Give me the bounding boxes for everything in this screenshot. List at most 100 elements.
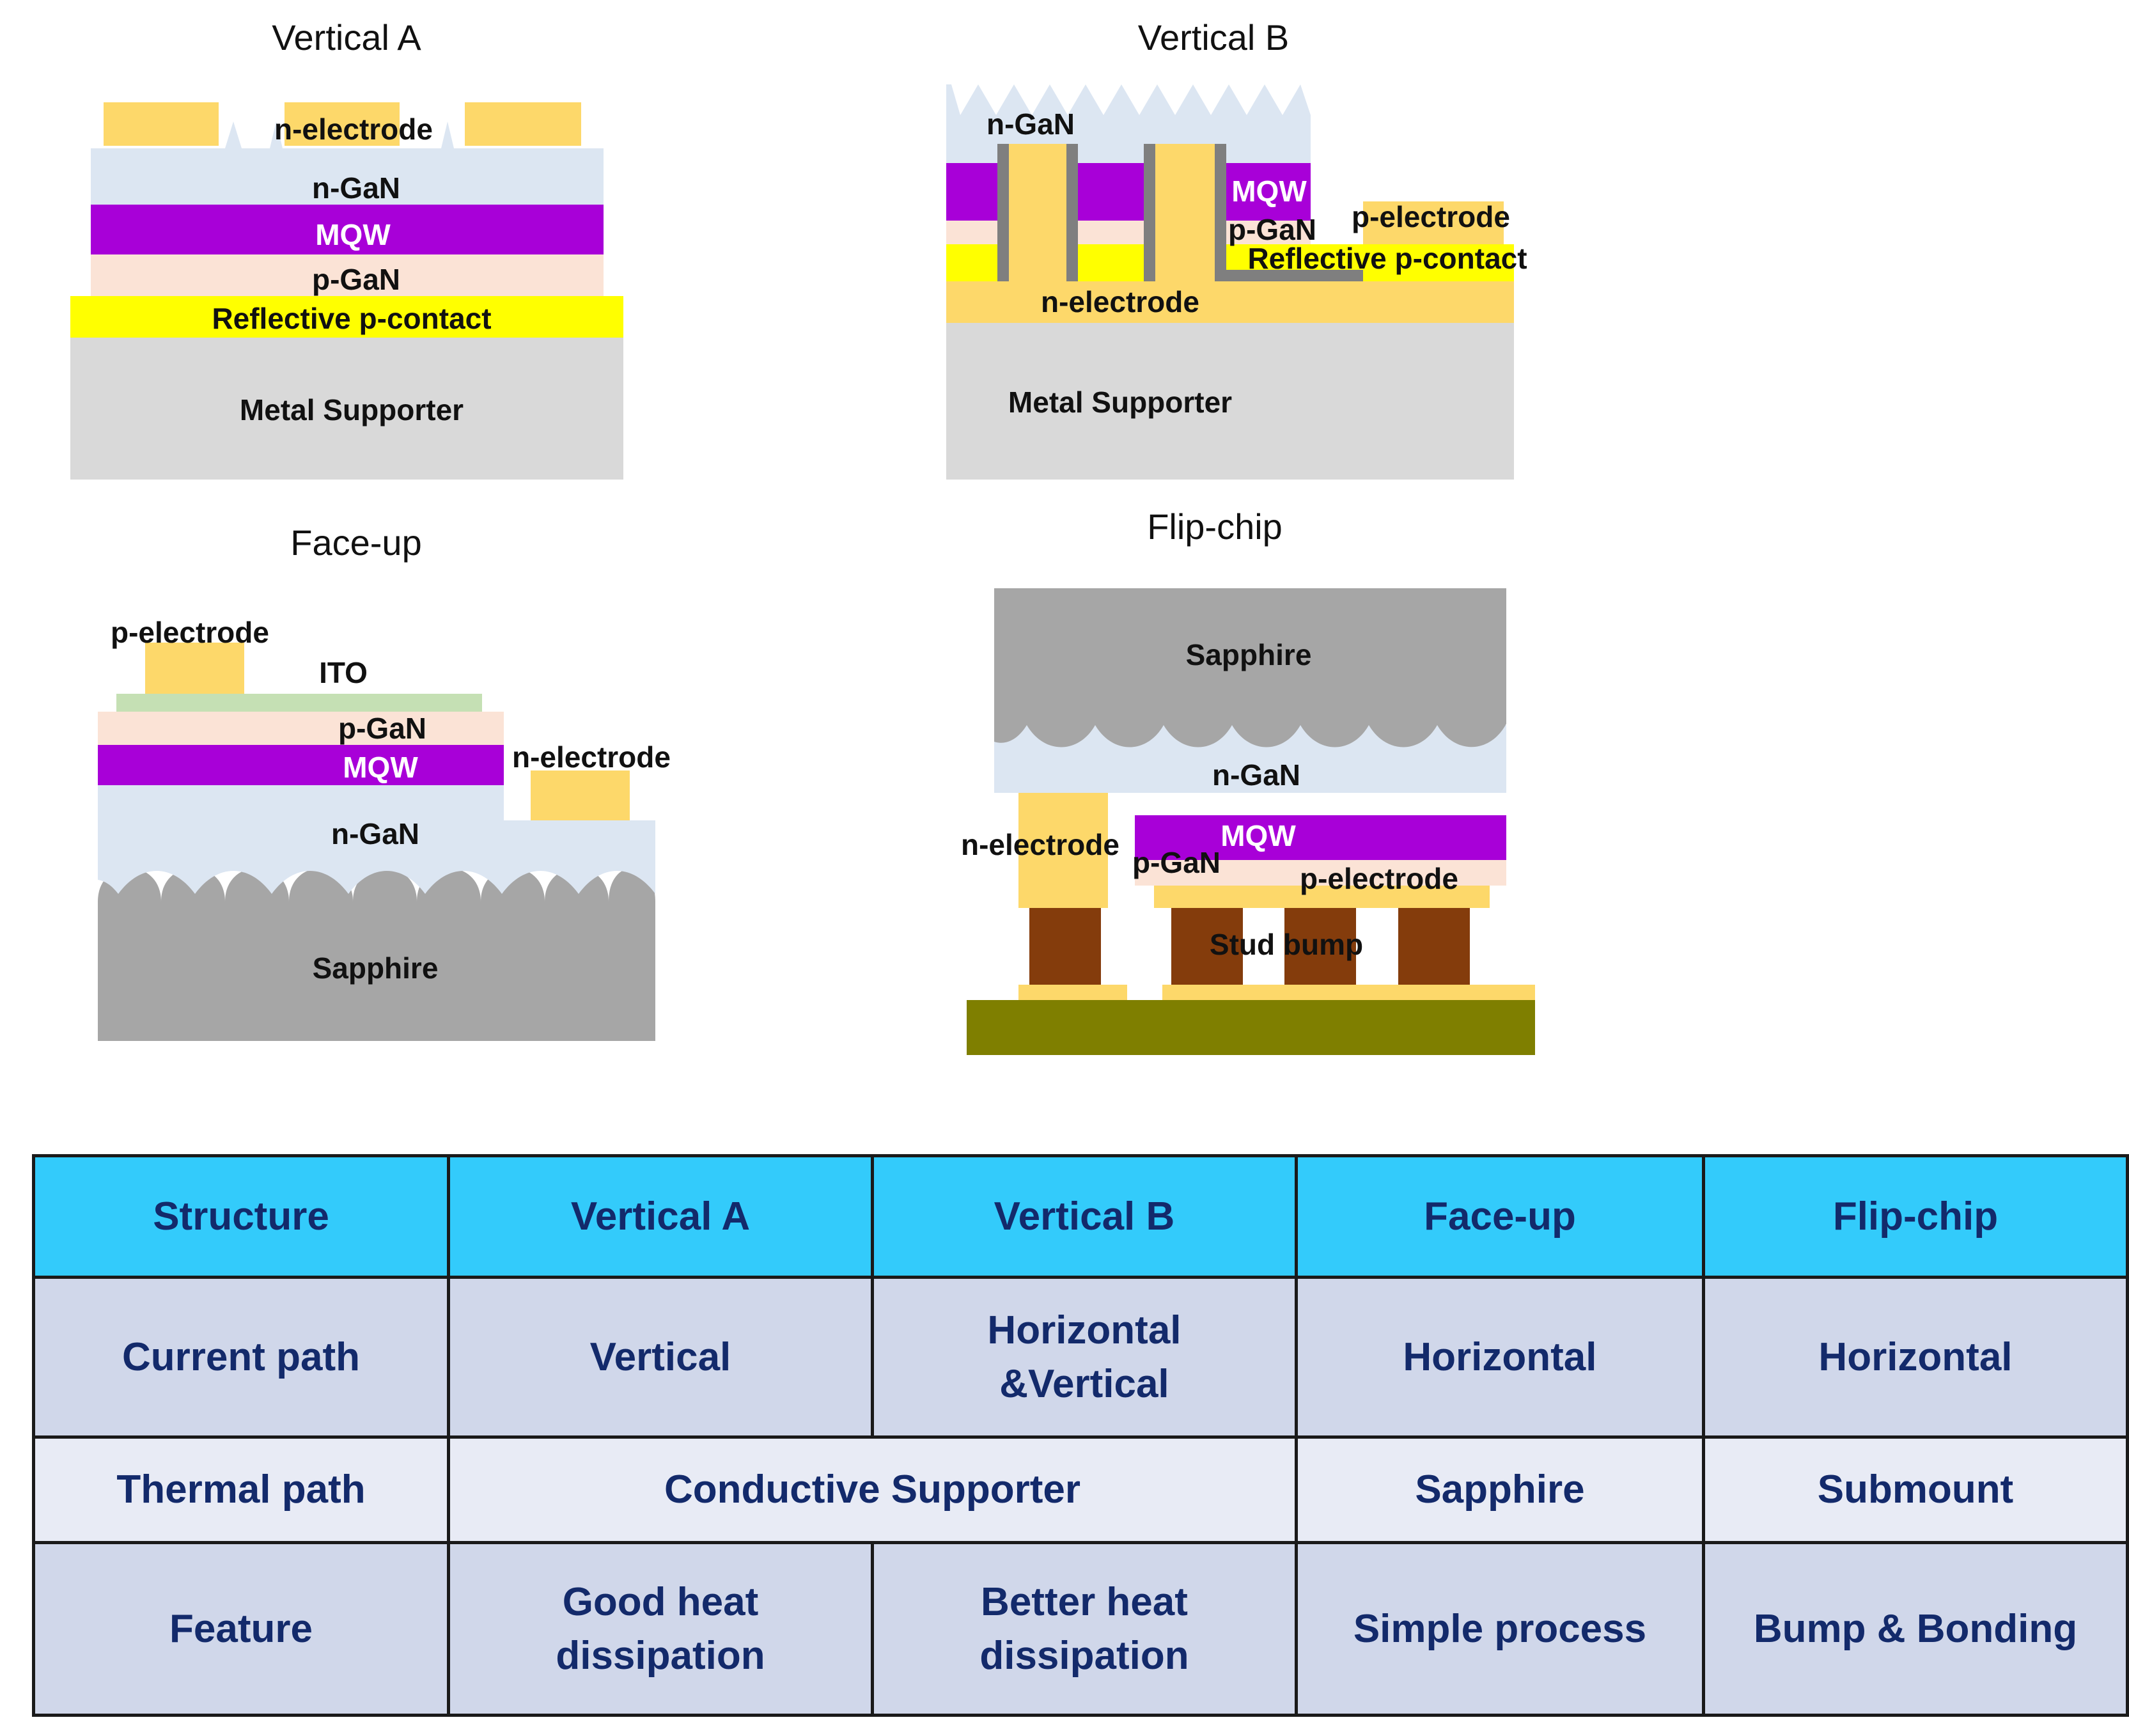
vertical-a-diagram: Vertical A n-electrode n-GaN MQW p-GaN R…: [70, 17, 623, 480]
face-up-title: Face-up: [290, 522, 421, 563]
flip-chip-p-electrode-label: p-electrode: [1300, 862, 1458, 895]
vertical-a-n-electrode-right: [465, 102, 581, 146]
current-path-vertical-b-line-2: &Vertical: [999, 1361, 1169, 1406]
face-up-sapphire: [98, 868, 655, 1041]
flip-chip-stud-bump-2: [1171, 908, 1243, 985]
face-up-ito-label: ITO: [319, 656, 368, 689]
vertical-a-mqw-label: MQW: [315, 218, 391, 251]
current-path-vertical-b: Horizontal &Vertical: [870, 1276, 1298, 1439]
flip-chip-stud-bump-label: Stud bump: [1210, 928, 1363, 961]
face-up-n-gan-label: n-GaN: [331, 817, 419, 850]
feature-vertical-a-line-2: dissipation: [556, 1633, 765, 1678]
vertical-a-mqw: [91, 205, 604, 254]
vertical-b-n-gan-label: n-GaN: [987, 107, 1075, 141]
face-up-p-electrode-label: p-electrode: [111, 616, 269, 649]
thermal-path-label: Thermal path: [32, 1435, 450, 1544]
vertical-b-title: Vertical B: [1138, 17, 1290, 58]
feature-vertical-b: Better heat dissipation: [870, 1541, 1298, 1717]
current-path-face-up: Horizontal: [1294, 1276, 1705, 1439]
header-vertical-b: Vertical B: [870, 1154, 1298, 1279]
face-up-p-electrode: [145, 643, 244, 694]
flip-chip-p-gan-label: p-GaN: [1132, 846, 1220, 879]
flip-chip-n-gan-label: n-GaN: [1212, 758, 1300, 792]
vertical-a-title: Vertical A: [272, 17, 421, 58]
vertical-a-p-gan: [91, 254, 604, 296]
flip-chip-n-electrode: [1018, 793, 1108, 908]
flip-chip-mqw: [1135, 815, 1506, 860]
face-up-mqw: [98, 745, 504, 785]
vertical-a-n-electrode-left: [104, 102, 219, 146]
vertical-a-metal-label: Metal Supporter: [240, 393, 464, 426]
thermal-path-vertical: Conductive Supporter: [446, 1435, 1298, 1544]
header-flip-chip: Flip-chip: [1701, 1154, 2129, 1279]
vertical-a-p-gan-label: p-GaN: [312, 263, 400, 296]
current-path-vertical-a: Vertical: [446, 1276, 874, 1439]
feature-vertical-b-line-2: dissipation: [979, 1633, 1189, 1678]
led-structure-diagrams: Vertical A n-electrode n-GaN MQW p-GaN R…: [70, 17, 1535, 1055]
feature-vertical-a-line-1: Good heat: [562, 1579, 759, 1624]
flip-chip-stud-bump-1: [1029, 908, 1101, 985]
vertical-a-n-electrode-label: n-electrode: [274, 113, 433, 146]
vertical-a-metal-supporter: [70, 338, 623, 480]
vertical-a-n-gan-label: n-GaN: [312, 171, 400, 205]
vertical-a-n-electrode-center: [285, 102, 400, 146]
table-row-thermal-path: Thermal path Conductive Supporter Sapphi…: [32, 1435, 2129, 1544]
flip-chip-p-electrode: [1154, 886, 1490, 908]
face-up-mqw-label: MQW: [343, 751, 418, 784]
flip-chip-stud-bump-3: [1284, 908, 1356, 985]
vertical-b-n-electrode-base: [946, 281, 1514, 323]
face-up-ito: [116, 694, 482, 712]
flip-chip-n-electrode-label: n-electrode: [961, 828, 1119, 861]
vertical-b-metal-label: Metal Supporter: [1008, 386, 1232, 419]
vertical-b-trench-wall-1: [997, 144, 1078, 281]
header-structure: Structure: [32, 1154, 450, 1279]
flip-chip-p-gan: [1135, 860, 1506, 886]
vertical-b-n-electrode-label: n-electrode: [1041, 285, 1199, 318]
table-row-feature: Feature Good heat dissipation Better hea…: [32, 1541, 2129, 1717]
face-up-n-electrode: [531, 770, 630, 820]
flip-chip-title: Flip-chip: [1147, 506, 1283, 547]
vertical-b-mqw-label: MQW: [1231, 175, 1307, 208]
vertical-b-p-gan-label: p-GaN: [1228, 213, 1316, 246]
feature-label: Feature: [32, 1541, 450, 1717]
vertical-a-n-gan: [91, 121, 604, 205]
flip-chip-sapphire-label: Sapphire: [1186, 638, 1312, 671]
feature-vertical-a: Good heat dissipation: [446, 1541, 874, 1717]
face-up-p-gan-label: p-GaN: [338, 712, 426, 745]
face-up-n-electrode-label: n-electrode: [512, 740, 671, 774]
flip-chip-pad-n: [1018, 985, 1127, 1000]
flip-chip-submount: [967, 1000, 1535, 1055]
vertical-b-via-1: [1009, 144, 1066, 281]
structure-diagrams-svg: Vertical A n-electrode n-GaN MQW p-GaN R…: [70, 17, 1535, 1055]
vertical-b-metal-supporter: [946, 323, 1514, 480]
flip-chip-diagram: Flip-chip Sapphire n-GaN MQW n-electrode…: [961, 506, 1535, 1055]
feature-face-up: Simple process: [1294, 1541, 1705, 1717]
current-path-label: Current path: [32, 1276, 450, 1439]
header-face-up: Face-up: [1294, 1154, 1705, 1279]
vertical-b-p-electrode-label: p-electrode: [1352, 200, 1510, 233]
feature-vertical-b-line-1: Better heat: [981, 1579, 1188, 1624]
thermal-path-face-up: Sapphire: [1294, 1435, 1705, 1544]
face-up-sapphire-label: Sapphire: [313, 951, 439, 985]
table-row-current-path: Current path Vertical Horizontal &Vertic…: [32, 1276, 2129, 1439]
current-path-flip-chip: Horizontal: [1701, 1276, 2129, 1439]
vertical-a-reflective-label: Reflective p-contact: [212, 302, 491, 335]
flip-chip-stud-bump-4: [1398, 908, 1470, 985]
flip-chip-mqw-label: MQW: [1220, 819, 1296, 852]
vertical-a-reflective-contact: [70, 296, 623, 338]
face-up-p-gan: [98, 712, 504, 745]
header-vertical-a: Vertical A: [446, 1154, 874, 1279]
face-up-n-gan: [98, 785, 655, 894]
feature-flip-chip: Bump & Bonding: [1701, 1541, 2129, 1717]
vertical-b-via-2: [1155, 144, 1215, 281]
thermal-path-flip-chip: Submount: [1701, 1435, 2129, 1544]
vertical-b-diagram: Vertical B n-GaN MQW p-GaN p-electrode R…: [946, 17, 1527, 480]
flip-chip-pad-p: [1162, 985, 1535, 1000]
vertical-b-reflective-label: Reflective p-contact: [1247, 242, 1527, 275]
vertical-b-p-electrode: [1363, 201, 1504, 244]
table-header-row: Structure Vertical A Vertical B Face-up …: [32, 1154, 2129, 1279]
flip-chip-sapphire: [994, 588, 1506, 747]
structure-comparison-table: Structure Vertical A Vertical B Face-up …: [32, 1154, 2129, 1717]
face-up-diagram: Face-up p-electrode ITO p-GaN MQW n-elec…: [98, 522, 671, 1041]
current-path-vertical-b-line-1: Horizontal: [987, 1308, 1181, 1352]
